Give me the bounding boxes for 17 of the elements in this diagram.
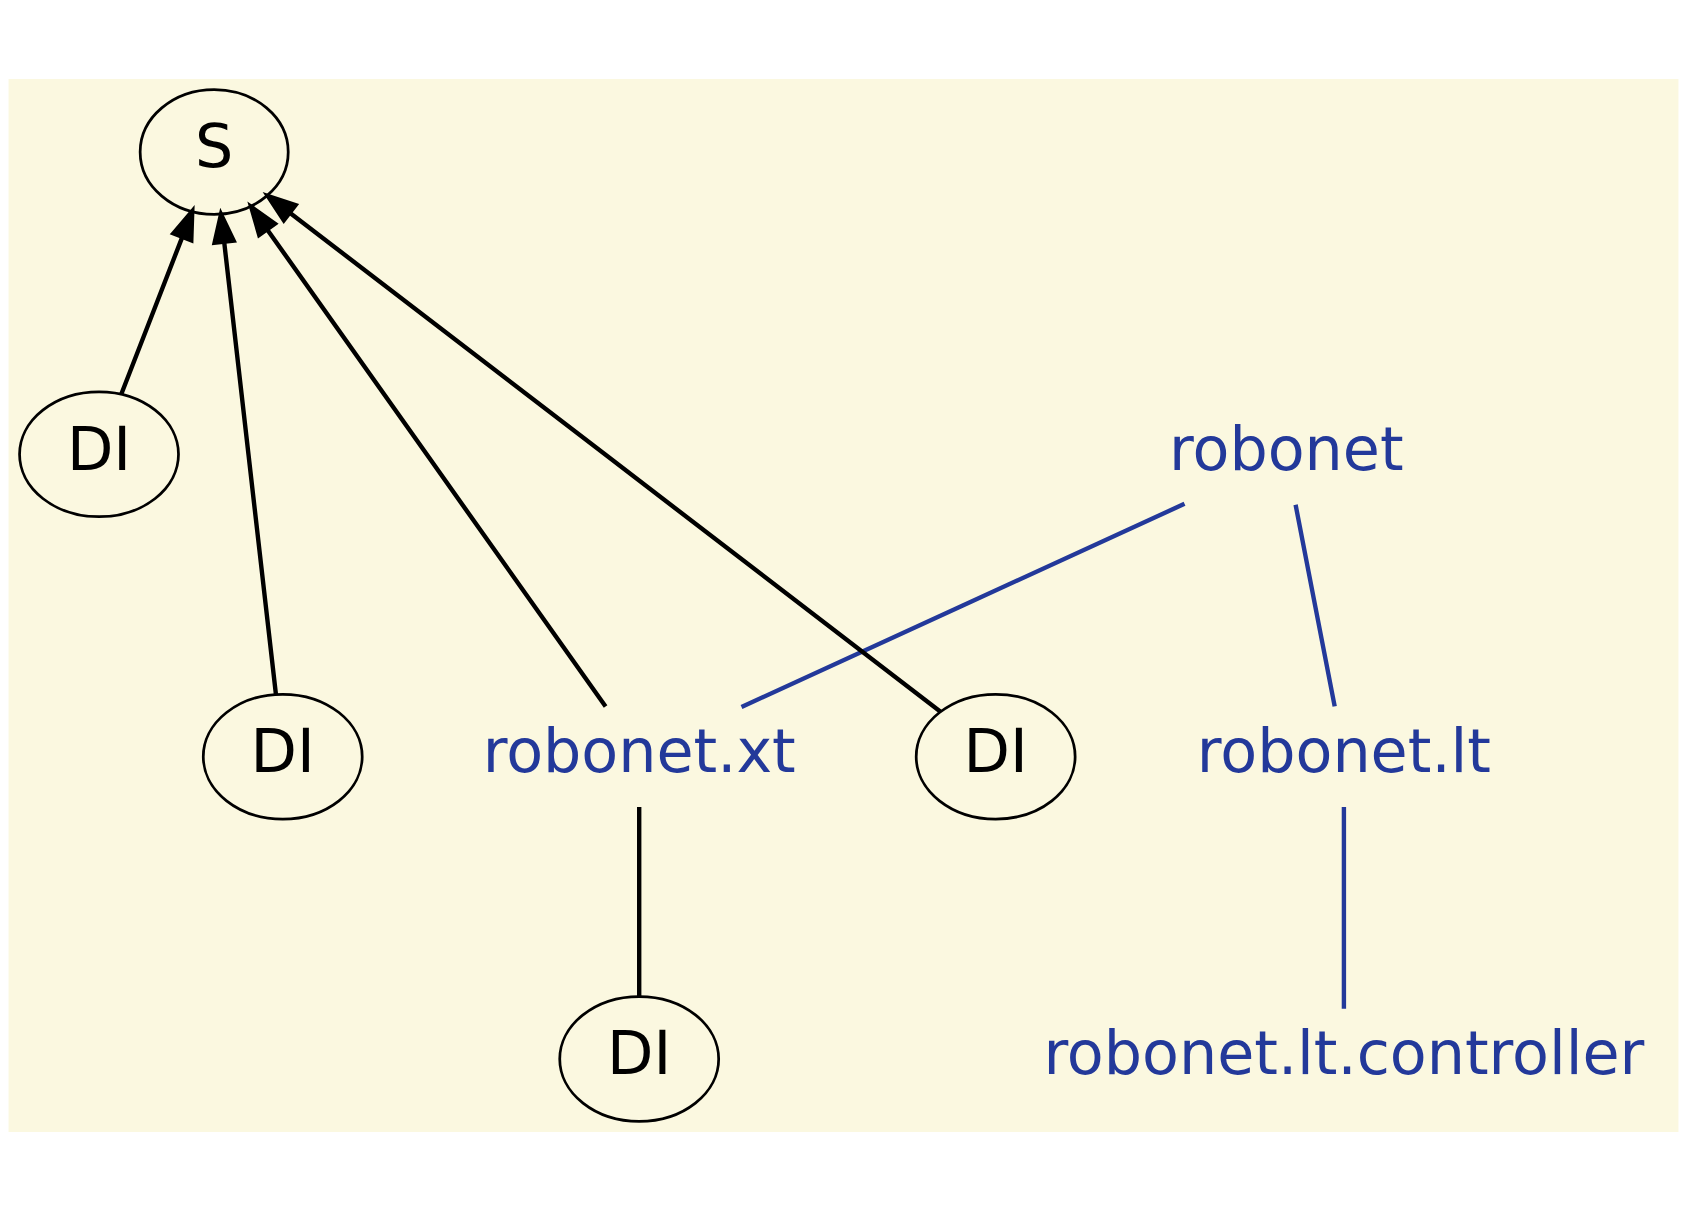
node-text: robonet: [1169, 413, 1404, 484]
arrow: [119, 205, 195, 396]
node-ellipse: DI: [914, 692, 1077, 821]
connector: [1341, 807, 1347, 1009]
connector: [740, 501, 1186, 709]
arrow: [211, 207, 279, 695]
node-ellipse: DI: [18, 390, 180, 519]
arrow: [262, 191, 942, 714]
node-text: robonet.lt.controller: [1043, 1018, 1645, 1089]
arrow: [247, 201, 608, 708]
node-ellipse: S: [138, 88, 290, 216]
node-text: robonet.xt: [482, 716, 796, 787]
node-ellipse: DI: [201, 692, 364, 821]
connector: [1293, 504, 1337, 707]
node-ellipse: DI: [558, 995, 721, 1123]
node-text: robonet.lt: [1196, 716, 1491, 787]
connector: [637, 807, 642, 997]
